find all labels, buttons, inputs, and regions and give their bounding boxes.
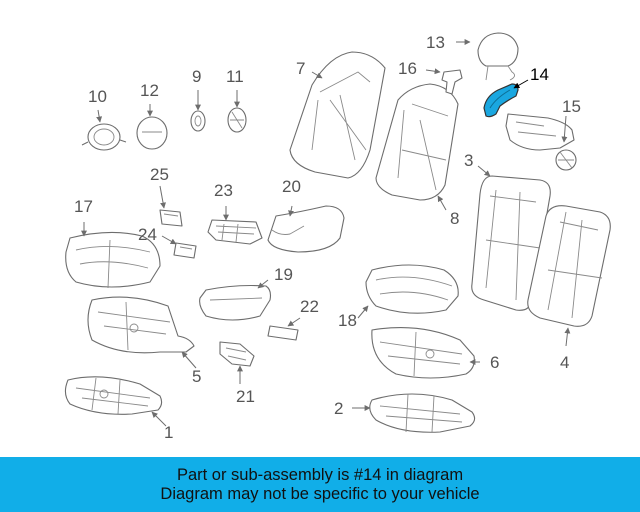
part-3-rear-seat-back[interactable] (471, 175, 551, 311)
banner-line-2: Diagram may not be specific to your vehi… (160, 484, 480, 503)
callout-16: 16 (398, 59, 417, 78)
part-18-rear-seat-cushion[interactable] (365, 264, 459, 314)
callout-15: 15 (562, 97, 581, 116)
callout-3: 3 (464, 151, 473, 170)
callout-18: 18 (338, 311, 357, 330)
part-10-emblem[interactable] (81, 123, 127, 151)
part-24-bezel[interactable] (173, 242, 197, 259)
part-13-headrest[interactable] (477, 32, 519, 81)
part-22-tag[interactable] (267, 325, 299, 341)
part-8-seat-back-pad[interactable] (375, 83, 459, 201)
callout-21: 21 (236, 387, 255, 406)
part-21-bracket[interactable] (219, 341, 255, 367)
callout-2: 2 (334, 399, 343, 418)
part-17-seat-cushion-cover[interactable] (65, 231, 161, 289)
callout-4: 4 (560, 353, 569, 372)
part-1-seat-frame[interactable] (64, 376, 163, 415)
part-25-clip[interactable] (159, 209, 183, 227)
part-16-headrest-guide[interactable] (441, 69, 463, 95)
seat-parts-diagram: 7 16 13 14 15 3 8 4 6 2 18 20 19 22 21 5… (64, 32, 611, 442)
part-14-bracket-highlighted[interactable] (483, 83, 519, 118)
callout-12: 12 (140, 81, 159, 100)
callout-numbers: 7 16 13 14 15 3 8 4 6 2 18 20 19 22 21 5… (74, 33, 581, 442)
part-2-rear-seat-frame[interactable] (369, 393, 476, 433)
part-4-rear-seat-back-right[interactable] (527, 205, 611, 327)
callout-6: 6 (490, 353, 499, 372)
part-5-cushion-frame[interactable] (87, 296, 195, 354)
callout-5: 5 (192, 367, 201, 386)
callout-20: 20 (282, 177, 301, 196)
leader-lines (81, 39, 571, 427)
callout-1: 1 (164, 423, 173, 442)
part-20-side-pad[interactable] (267, 205, 345, 253)
part-23-vent[interactable] (207, 219, 263, 245)
callout-10: 10 (88, 87, 107, 106)
callout-19: 19 (274, 265, 293, 284)
callout-24: 24 (138, 225, 157, 244)
callout-8: 8 (450, 209, 459, 228)
part-11-knob[interactable] (227, 107, 247, 133)
callout-25: 25 (150, 165, 169, 184)
part-12-cover-disc[interactable] (136, 116, 168, 150)
part-9-knob[interactable] (190, 110, 206, 132)
part-15-side-bolster[interactable] (505, 113, 577, 171)
info-banner: Part or sub-assembly is #14 in diagram D… (0, 457, 640, 512)
part-7-seat-back-cover[interactable] (289, 51, 386, 179)
part-6-rear-cushion-frame[interactable] (371, 326, 475, 379)
callout-17: 17 (74, 197, 93, 216)
part-19-pad[interactable] (199, 284, 272, 321)
callout-7: 7 (296, 59, 305, 78)
callout-9: 9 (192, 67, 201, 86)
callout-13: 13 (426, 33, 445, 52)
banner-line-1: Part or sub-assembly is #14 in diagram (176, 465, 464, 484)
callout-23: 23 (214, 181, 233, 200)
callout-11: 11 (226, 67, 244, 86)
callout-14[interactable]: 14 (530, 65, 549, 84)
callout-22: 22 (300, 297, 319, 316)
